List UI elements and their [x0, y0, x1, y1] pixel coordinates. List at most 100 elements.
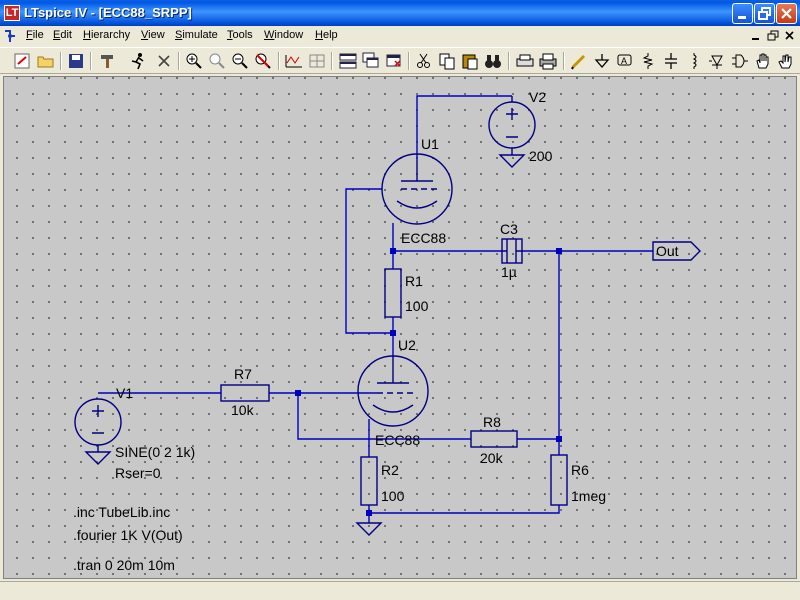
v1-value-label: SINE(0 2 1k) — [115, 444, 195, 460]
u2-triode[interactable] — [357, 355, 429, 427]
inductor-button[interactable] — [684, 51, 704, 71]
net-label-icon: A — [617, 54, 632, 66]
v2-voltage-source[interactable] — [488, 96, 536, 168]
tile-windows-icon — [339, 53, 357, 69]
diode-icon — [709, 55, 723, 69]
r2-ref-label: R2 — [381, 462, 399, 478]
minimize-button[interactable] — [732, 3, 753, 24]
capacitor-button[interactable] — [661, 51, 681, 71]
window-title: LTspice IV - [ECC88_SRPP] — [24, 5, 192, 20]
c3-ref-label: C3 — [500, 221, 518, 237]
r1-resistor[interactable] — [384, 268, 402, 318]
cut-button[interactable] — [414, 51, 434, 71]
out-net-label: Out — [656, 243, 679, 259]
zoom-out-icon — [232, 53, 248, 69]
pan-button[interactable] — [207, 51, 227, 71]
menu-tools[interactable]: Tools — [227, 29, 253, 41]
v2-value-label: 200 — [529, 148, 553, 164]
run-button[interactable] — [128, 51, 148, 71]
new-schematic-icon — [14, 53, 30, 69]
menu-simulate[interactable]: Simulate — [175, 29, 218, 41]
print-button[interactable] — [538, 51, 558, 71]
menu-hierarchy[interactable]: Hierarchy — [83, 29, 131, 41]
mdi-close-icon[interactable] — [782, 29, 798, 43]
u2-ref-label: U2 — [398, 337, 416, 353]
paste-icon — [462, 54, 478, 70]
open-file-button[interactable] — [36, 51, 56, 71]
mdi-minimize-icon[interactable] — [748, 29, 764, 43]
title-bar: LT LTspice IV - [ECC88_SRPP] — [0, 0, 800, 26]
v1-voltage-source[interactable] — [74, 398, 122, 465]
r7-resistor[interactable] — [220, 384, 270, 402]
r7-value-label: 10k — [231, 402, 255, 418]
directive-fourier[interactable]: .fourier 1K V(Out) — [73, 527, 183, 543]
menu-help[interactable]: Help — [315, 29, 338, 41]
directive-include[interactable]: .inc TubeLib.inc — [73, 504, 170, 520]
plot-settings-button[interactable] — [307, 51, 327, 71]
r2-resistor[interactable] — [360, 456, 378, 506]
u1-triode[interactable] — [381, 153, 453, 225]
save-button[interactable] — [66, 51, 86, 71]
component-button[interactable] — [730, 51, 750, 71]
wires — [98, 95, 653, 523]
zoom-cancel-icon — [255, 53, 271, 69]
mdi-restore-icon[interactable] — [765, 29, 781, 43]
zoom-out-button[interactable] — [230, 51, 250, 71]
menu-edit[interactable]: Edit — [53, 29, 72, 41]
move-button[interactable] — [753, 51, 773, 71]
u2-value-label: ECC88 — [375, 432, 420, 448]
ground-symbol[interactable] — [355, 522, 383, 536]
ground-button[interactable] — [592, 51, 612, 71]
open-schematic-button[interactable] — [12, 51, 32, 71]
r6-resistor[interactable] — [550, 454, 568, 506]
zoom-in-button[interactable] — [184, 51, 204, 71]
hammer-icon — [101, 55, 113, 68]
save-icon — [69, 54, 83, 68]
pencil-icon — [571, 54, 586, 70]
capacitor-icon — [665, 53, 677, 69]
menu-file[interactable]: File — [26, 29, 44, 41]
c3-capacitor[interactable] — [501, 238, 523, 264]
r6-value-label: 1meg — [571, 488, 606, 504]
r6-ref-label: R6 — [571, 462, 589, 478]
diode-button[interactable] — [707, 51, 727, 71]
r1-value-label: 100 — [405, 298, 429, 314]
status-bar — [0, 581, 800, 600]
out-net-flag[interactable] — [652, 241, 701, 261]
directive-tran[interactable]: .tran 0 20m 10m — [73, 557, 175, 573]
v1-rser-label: Rser=0 — [115, 465, 161, 481]
r7-ref-label: R7 — [234, 366, 252, 382]
running-man-icon — [131, 53, 144, 70]
autorange-button[interactable] — [284, 51, 304, 71]
draw-wire-button[interactable] — [569, 51, 589, 71]
r8-resistor[interactable] — [470, 430, 518, 448]
u1-ref-label: U1 — [421, 136, 439, 152]
binoculars-icon — [485, 55, 501, 68]
resistor-button[interactable] — [638, 51, 658, 71]
cascade-button[interactable] — [361, 51, 381, 71]
print-preview-button[interactable] — [515, 51, 535, 71]
close-all-button[interactable] — [384, 51, 404, 71]
cancel-simulation-button[interactable] — [154, 51, 174, 71]
drag-hand-icon — [778, 54, 792, 69]
zoom-in-icon — [186, 53, 202, 69]
label-net-button[interactable]: A — [615, 51, 635, 71]
r1-ref-label: R1 — [405, 273, 423, 289]
find-button[interactable] — [483, 51, 503, 71]
restore-icon — [758, 7, 771, 20]
drag-button[interactable] — [776, 51, 796, 71]
tile-horizontal-button[interactable] — [338, 51, 358, 71]
schematic-canvas[interactable]: V2 200 U1 ECC88 C3 1µ R1 100 U2 ECC88 R7… — [3, 76, 797, 579]
paste-button[interactable] — [460, 51, 480, 71]
menu-window[interactable]: Window — [264, 29, 304, 41]
hand-icon — [756, 53, 769, 69]
ground-icon — [594, 54, 610, 68]
zoom-fit-button[interactable] — [253, 51, 273, 71]
printer-icon — [539, 53, 557, 70]
close-button[interactable] — [776, 3, 797, 24]
menu-view[interactable]: View — [141, 29, 165, 41]
waveform-icon — [285, 55, 302, 68]
control-panel-button[interactable] — [98, 51, 118, 71]
copy-button[interactable] — [437, 51, 457, 71]
restore-button[interactable] — [754, 3, 775, 24]
